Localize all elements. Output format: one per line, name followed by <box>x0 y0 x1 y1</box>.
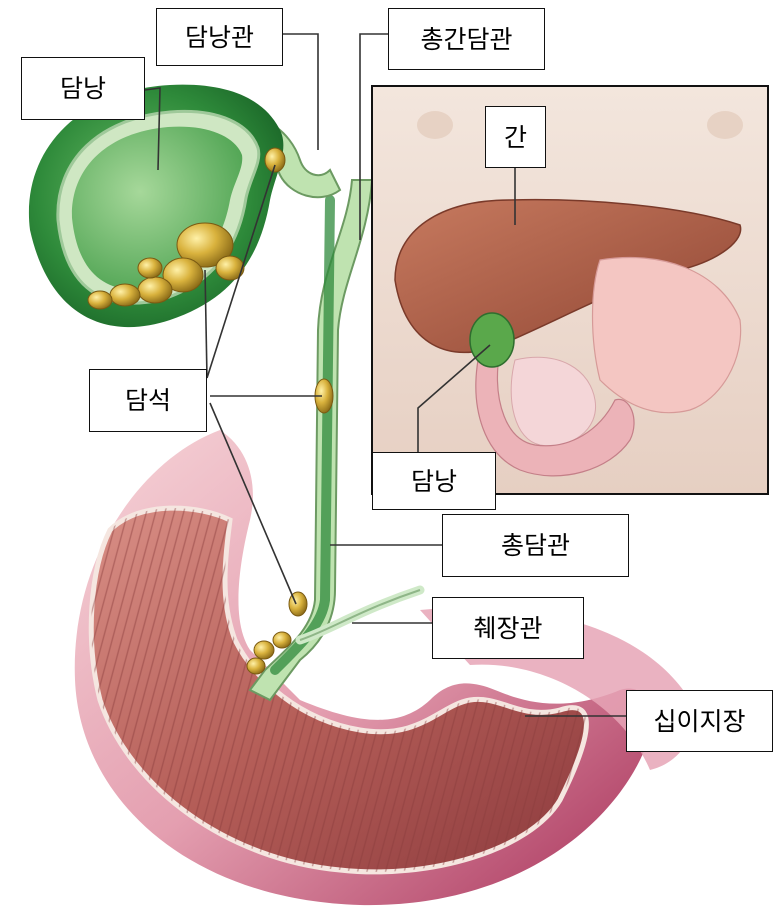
gallstone <box>247 658 265 674</box>
inset-panel <box>372 86 768 494</box>
gallstone <box>138 258 162 278</box>
gallstone <box>254 641 274 659</box>
label-cystic-duct: 담낭관 <box>156 8 283 66</box>
inset-left-nipple <box>417 111 453 139</box>
label-gallbladder-inset: 담낭 <box>372 452 496 510</box>
label-gallstones: 담석 <box>89 369 207 432</box>
gallstone <box>265 148 285 172</box>
label-liver: 간 <box>485 106 546 168</box>
label-common-bile-duct: 총담관 <box>442 514 629 577</box>
inset-gallbladder <box>470 313 514 367</box>
gallstone <box>138 277 172 303</box>
gallstone <box>88 291 112 309</box>
leader-cystic-duct <box>282 34 318 150</box>
gallstone <box>110 284 140 306</box>
gallstone <box>273 632 291 648</box>
inset-right-nipple <box>707 111 743 139</box>
common-hepatic-duct-shape <box>250 180 372 700</box>
label-gallbladder: 담낭 <box>21 57 145 120</box>
label-pancreatic-duct: 췌장관 <box>432 597 584 659</box>
label-common-hepatic-duct: 총간담관 <box>388 8 545 70</box>
label-duodenum: 십이지장 <box>626 690 773 752</box>
